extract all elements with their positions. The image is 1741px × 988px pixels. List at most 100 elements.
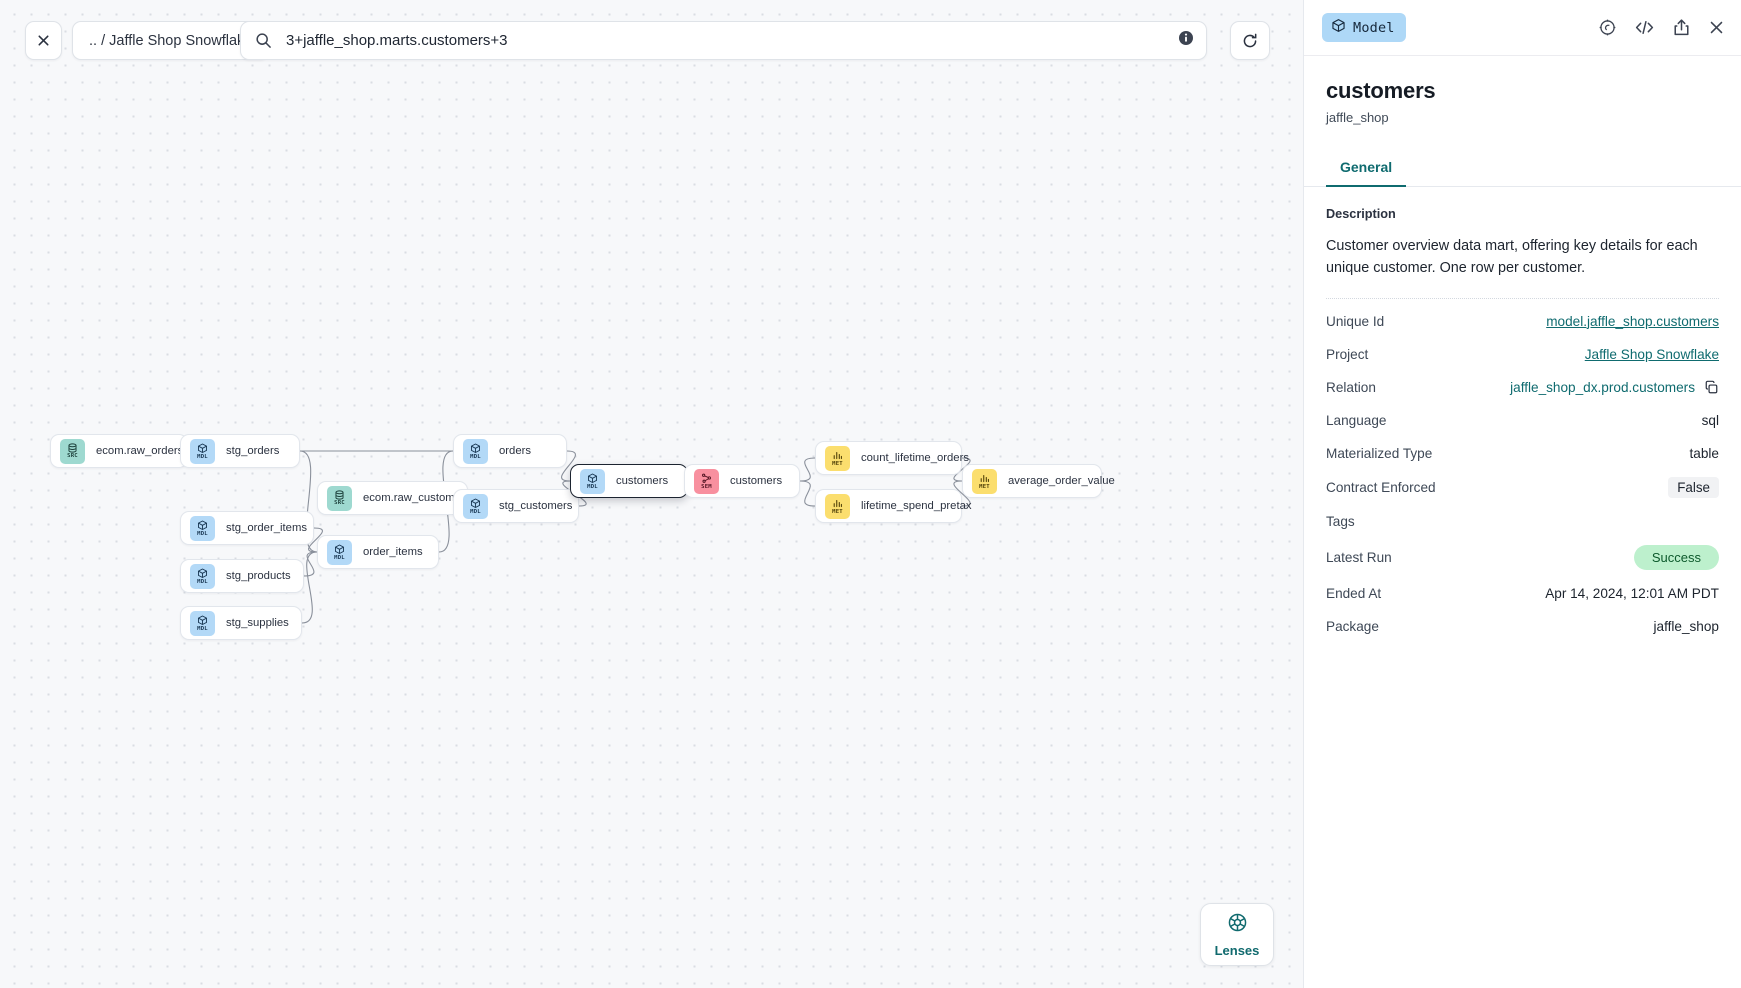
share-icon[interactable] [1672, 18, 1691, 37]
metadata-value: False [1668, 476, 1719, 498]
lineage-search-bar[interactable] [240, 21, 1207, 60]
panel-body: Description Customer overview data mart,… [1304, 187, 1741, 988]
metadata-value-text: Success [1633, 544, 1719, 570]
search-icon [255, 32, 272, 49]
metadata-key: Tags [1326, 513, 1355, 529]
panel-action-icons [1598, 18, 1725, 37]
metadata-value-text: jaffle_shop_dx.prod.customers [1510, 379, 1695, 395]
met-badge-icon: MET [825, 493, 850, 519]
refresh-button[interactable] [1230, 21, 1270, 60]
graph-node[interactable]: SRC ecom.raw_orders [50, 434, 188, 468]
refresh-icon [1243, 33, 1257, 47]
metadata-key: Unique Id [1326, 313, 1385, 329]
metadata-row: Latest Run Success [1326, 538, 1719, 577]
metadata-value: Success [1633, 544, 1719, 570]
graph-node-label: orders [499, 445, 532, 457]
metadata-row: Relation jaffle_shop_dx.prod.customers [1326, 371, 1719, 404]
mdl-badge-icon: MDL [463, 438, 488, 464]
code-icon[interactable] [1634, 18, 1655, 37]
metadata-key: Language [1326, 412, 1387, 428]
metadata-key: Project [1326, 346, 1369, 362]
graph-node[interactable]: MET lifetime_spend_pretax [815, 489, 972, 523]
graph-edge [303, 551, 318, 577]
metadata-value: sql [1702, 413, 1719, 428]
graph-edge [799, 457, 816, 482]
close-icon [38, 35, 49, 46]
tab-general[interactable]: General [1326, 153, 1407, 187]
metadata-row: Project Jaffle Shop Snowflake [1326, 338, 1719, 371]
graph-node[interactable]: MDL orders [453, 434, 567, 468]
graph-node-label: stg_customers [499, 500, 573, 512]
metadata-key: Package [1326, 618, 1379, 634]
copy-icon[interactable] [1704, 380, 1719, 395]
metadata-value-text: model.jaffle_shop.customers [1546, 313, 1719, 329]
graph-node[interactable]: MDL stg_orders [180, 434, 300, 468]
search-input[interactable] [284, 31, 1178, 50]
page-subtitle: jaffle_shop [1326, 110, 1389, 125]
graph-node[interactable]: MDL stg_products [180, 559, 304, 593]
mdl-badge-icon: MDL [190, 610, 215, 636]
panel-toolbar: Model [1304, 0, 1741, 56]
graph-node-label: count_lifetime_orders [861, 452, 970, 464]
mdl-badge-icon: MDL [190, 438, 215, 464]
graph-node[interactable]: MET count_lifetime_orders [815, 441, 969, 475]
lenses-label: Lenses [1214, 942, 1260, 958]
metadata-row: Ended At Apr 14, 2024, 12:01 AM PDT [1326, 577, 1719, 610]
metadata-value-text: table [1689, 445, 1719, 461]
src-badge-icon: SRC [60, 438, 85, 464]
metadata-key: Ended At [1326, 585, 1382, 601]
metadata-value-text: False [1668, 476, 1719, 498]
metadata-value: Apr 14, 2024, 12:01 AM PDT [1545, 586, 1719, 601]
breadcrumb[interactable]: .. / Jaffle Shop Snowflake [72, 21, 270, 60]
metadata-key: Materialized Type [1326, 445, 1433, 461]
graph-node-label: lifetime_spend_pretax [861, 500, 972, 512]
page-title: customers [1326, 78, 1436, 103]
graph-node[interactable]: MDL order_items [317, 535, 439, 569]
metadata-key: Latest Run [1326, 549, 1392, 565]
graph-node-label: ecom.raw_orders [96, 445, 184, 457]
graph-node[interactable]: MDL stg_order_items [180, 511, 314, 545]
metadata-value-text: Jaffle Shop Snowflake [1584, 346, 1719, 362]
graph-node-label: stg_orders [226, 445, 280, 457]
metadata-key: Relation [1326, 379, 1376, 395]
mdl-badge-icon: MDL [190, 515, 215, 541]
metadata-key: Contract Enforced [1326, 479, 1436, 495]
description-text: Customer overview data mart, offering ke… [1326, 238, 1698, 277]
graph-node-label: stg_order_items [226, 522, 307, 534]
close-icon[interactable] [1708, 19, 1725, 36]
metadata-value[interactable]: model.jaffle_shop.customers [1546, 314, 1719, 329]
graph-node-label: stg_supplies [226, 617, 289, 629]
graph-edge [799, 480, 816, 507]
lenses-button[interactable]: Lenses [1200, 903, 1274, 966]
mdl-badge-icon: MDL [190, 563, 215, 589]
src-badge-icon: SRC [327, 485, 352, 511]
graph-node-label: stg_products [226, 570, 291, 582]
cube-icon [1331, 18, 1346, 37]
metadata-value[interactable]: Jaffle Shop Snowflake [1585, 347, 1719, 362]
info-circle-icon[interactable] [1178, 30, 1194, 51]
metadata-row: Contract Enforced False [1326, 470, 1719, 505]
met-badge-icon: MET [825, 445, 850, 471]
metadata-value: jaffle_shop [1653, 619, 1719, 634]
details-panel: Model [1303, 0, 1741, 988]
metadata-row: Package jaffle_shop [1326, 610, 1719, 643]
resource-type-pill: Model [1322, 13, 1406, 42]
graph-node-label: order_items [363, 546, 423, 558]
lens-icon[interactable] [1598, 18, 1617, 37]
metadata-value-text: sql [1701, 412, 1719, 428]
aperture-icon [1227, 912, 1248, 938]
graph-toolbar: .. / Jaffle Shop Snowflake [0, 0, 1303, 78]
metadata-value[interactable]: jaffle_shop_dx.prod.customers [1510, 380, 1719, 395]
metadata-row: Materialized Type table [1326, 437, 1719, 470]
met-badge-icon: MET [972, 468, 997, 494]
mdl-badge-icon: MDL [327, 539, 352, 565]
close-graph-button[interactable] [25, 21, 62, 60]
graph-node[interactable]: MDL stg_supplies [180, 606, 302, 640]
